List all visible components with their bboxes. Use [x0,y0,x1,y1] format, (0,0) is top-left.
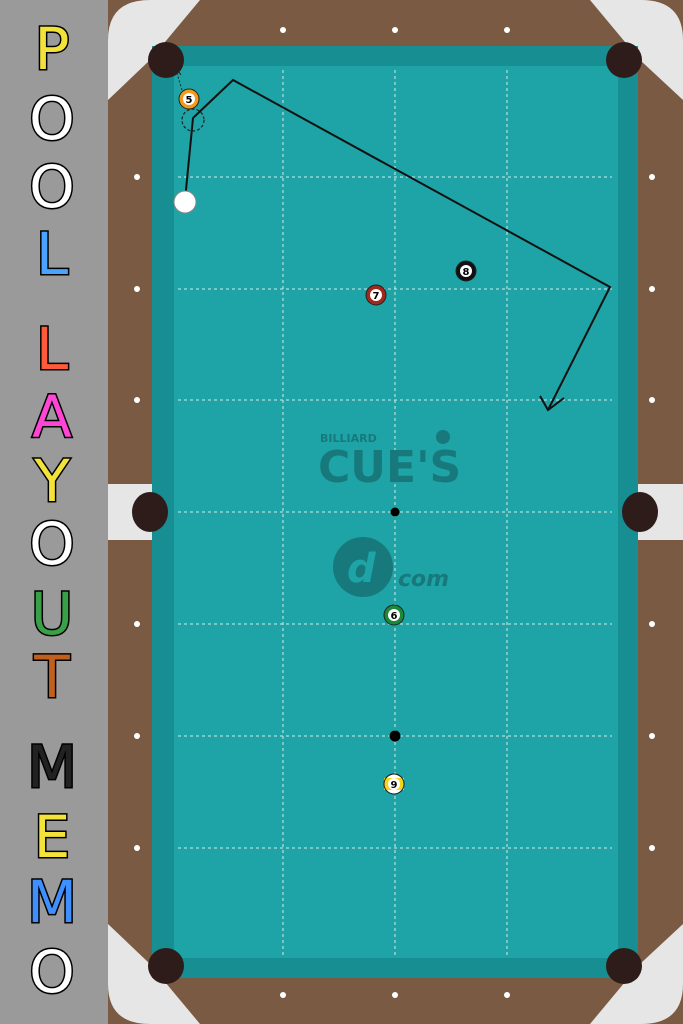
title-letter: M [25,868,78,936]
title-letter: O [28,938,77,1006]
title-letter: O [28,510,77,578]
ball-7-label: 7 [373,291,380,302]
title-column: P O O L L A Y O U T M E M O [0,0,108,1024]
title-letter: U [29,580,74,648]
ghost-ball [181,108,205,132]
logo-d-mark: d [347,546,376,592]
ball-8-label: 8 [463,267,470,278]
head-spot [390,507,400,517]
ball-5[interactable]: 5 [178,88,200,110]
title-letter: E [32,803,72,871]
pool-table[interactable]: BILLIARD CUE'S d com 5 7 8 6 9 [108,0,683,1024]
title-letter: O [28,85,77,153]
pockets [132,42,658,984]
ball-7[interactable]: 7 [365,284,387,306]
ball-9[interactable]: 9 [383,773,405,795]
logo-sub-text: com [398,567,449,592]
ball-8[interactable]: 8 [455,260,477,282]
object-ball-path [175,69,183,91]
foot-spot [389,730,401,742]
title-letter: M [25,733,78,801]
title-letter: L [34,315,69,383]
ball-6[interactable]: 6 [383,604,405,626]
shot-path [184,78,612,411]
rail-diamonds [134,27,655,998]
ball-6-label: 6 [391,611,398,622]
logo-main-text: CUE'S [318,442,461,493]
ball-5-label: 5 [186,95,193,106]
ball-9-label: 9 [391,780,398,791]
title-letter: P [33,15,71,83]
title-letter: L [34,220,69,288]
cues-logo: BILLIARD CUE'S d com [318,430,461,597]
logo-small-text: BILLIARD [320,432,377,445]
title-letter: T [33,643,71,711]
title-letter: O [28,153,77,221]
cue-ball[interactable] [173,190,197,214]
object-ball-arrowhead [171,67,182,77]
shot-arrowhead [539,395,565,412]
title-letter: A [31,383,74,451]
title-letter: Y [33,447,71,515]
